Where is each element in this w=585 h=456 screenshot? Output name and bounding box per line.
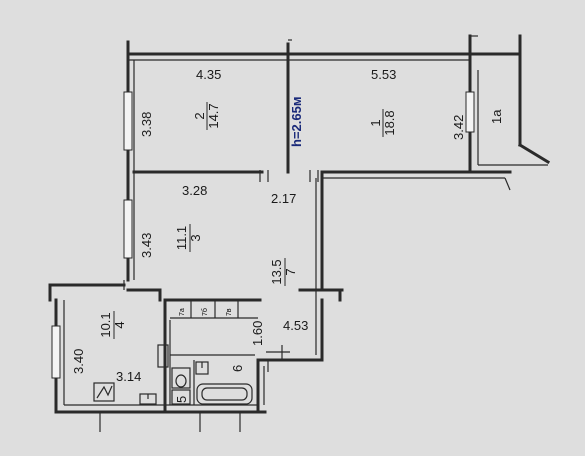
room-7-number: 7 <box>283 268 298 275</box>
fixtures <box>93 344 269 405</box>
room-1-area: 18.8 <box>382 110 397 135</box>
room-1-label: 1 18.8 <box>368 109 397 137</box>
dim-room2-width: 4.35 <box>196 67 221 82</box>
bathtub-icon <box>196 383 253 405</box>
room-2-number: 2 <box>192 112 207 119</box>
room-2-label: 2 14.7 <box>192 102 221 130</box>
room-3-number: 3 <box>188 234 203 241</box>
room-4-label: 4 10.1 <box>98 311 127 339</box>
dim-corridor-width: 1.60 <box>250 321 265 346</box>
room-6-number: 6 <box>230 365 245 372</box>
walls <box>48 34 551 432</box>
dim-room4-depth: 3.40 <box>71 349 86 374</box>
toilet-tank-icon <box>171 367 191 389</box>
radiator-icon <box>157 344 169 368</box>
dim-room4-width: 3.14 <box>116 369 141 384</box>
window-room-1 <box>465 91 475 133</box>
room-4-number: 4 <box>112 321 127 328</box>
stove-icon <box>93 382 115 402</box>
dimensions: 4.35 5.53 3.38 3.42 3.28 2.17 3.43 3.40 … <box>71 67 466 384</box>
room-7-area: 13.5 <box>269 259 284 284</box>
room-5-box <box>171 389 191 405</box>
room-4-area: 10.1 <box>98 312 113 337</box>
toilet-bowl-icon <box>175 374 187 388</box>
closet-7b-label: 7б <box>201 308 209 316</box>
dim-balcony-depth: 3.42 <box>451 115 466 140</box>
dim-passage-width: 2.17 <box>271 191 296 206</box>
room-labels: 2 14.7 1 18.8 1а 1а 1а 1а 1а 1а 1а 3 11.… <box>98 102 504 403</box>
dim-room3-width: 3.28 <box>182 183 207 198</box>
windows <box>51 91 475 379</box>
balcony-label: 1а <box>489 109 504 124</box>
dim-room1-width: 5.53 <box>371 67 396 82</box>
ceiling-height-label: h=2.65м <box>289 97 304 147</box>
stove-mark-icon <box>96 385 113 399</box>
room-5-number: 5 <box>174 396 189 403</box>
closet-7a-label: 7а <box>179 308 186 316</box>
room-1-number: 1 <box>368 119 383 126</box>
window-room-4 <box>51 325 61 379</box>
window-room-2 <box>123 91 133 151</box>
window-room-3 <box>123 199 133 259</box>
dim-hall-length: 4.53 <box>283 318 308 333</box>
dim-room2-depth: 3.38 <box>139 112 154 137</box>
room-3-area: 11.1 <box>174 226 189 250</box>
dim-room3-depth: 3.43 <box>139 233 154 258</box>
closet-7v-label: 7в <box>226 308 233 316</box>
room-3-label: 3 11.1 <box>174 224 203 252</box>
room-7-label: 7 13.5 <box>269 258 298 286</box>
room-2-area: 14.7 <box>206 103 221 128</box>
